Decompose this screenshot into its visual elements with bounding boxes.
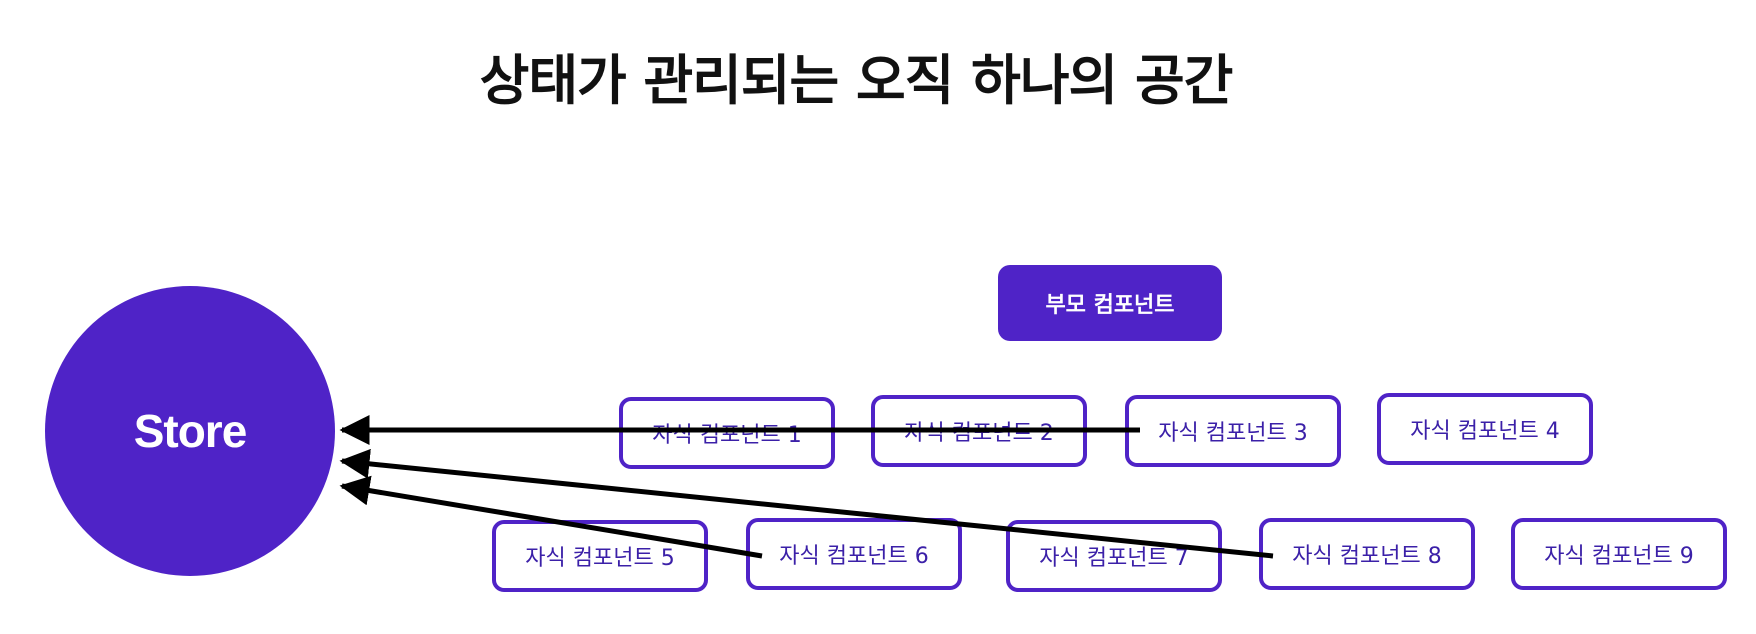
child-component-1: 자식 컴포넌트 1	[619, 397, 835, 469]
child-component-4: 자식 컴포넌트 4	[1377, 393, 1593, 465]
arrow-child6-to-store	[339, 475, 763, 559]
child-component-6: 자식 컴포넌트 6	[746, 518, 962, 590]
child-component-3: 자식 컴포넌트 3	[1125, 395, 1341, 467]
child-component-8: 자식 컴포넌트 8	[1259, 518, 1475, 590]
page-title: 상태가 관리되는 오직 하나의 공간	[479, 49, 1234, 112]
child-component-5: 자식 컴포넌트 5	[492, 520, 708, 592]
parent-component-box: 부모 컴포넌트	[998, 265, 1222, 341]
store-node: Store	[45, 286, 335, 576]
store-label: Store	[133, 405, 248, 457]
arrow-child8-to-store	[339, 448, 1274, 559]
child-component-9: 자식 컴포넌트 9	[1511, 518, 1727, 590]
